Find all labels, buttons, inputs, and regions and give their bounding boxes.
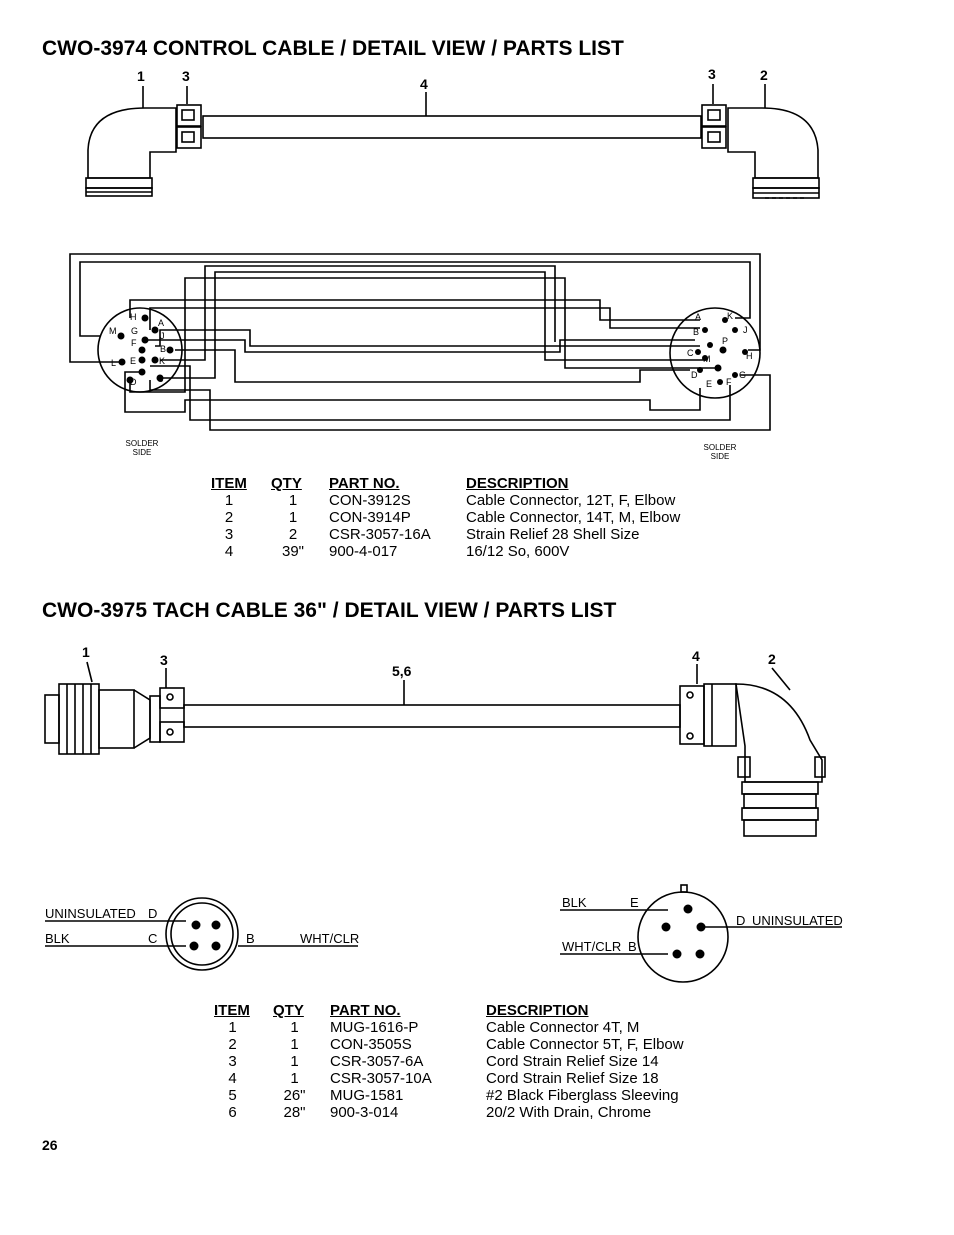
section1-title: CWO-3974 CONTROL CABLE / DETAIL VIEW / P… bbox=[42, 37, 624, 60]
lpin-d: D bbox=[130, 377, 137, 387]
callout-4: 4 bbox=[420, 76, 428, 92]
parts-table-2: ITEM QTY PART NO. DESCRIPTION 1 1 MUG-16… bbox=[214, 1002, 684, 1121]
rwire-e: E bbox=[630, 895, 639, 910]
lpin-k: K bbox=[159, 356, 165, 366]
callout2-56: 5,6 bbox=[392, 663, 412, 679]
rpin-d: D bbox=[691, 370, 698, 380]
lpin-a: A bbox=[158, 318, 164, 328]
lwire-d: D bbox=[148, 906, 157, 921]
rpin-a: A bbox=[695, 312, 701, 322]
rpin-f: F bbox=[726, 377, 732, 387]
table-row: 1 1 CON-3912S Cable Connector, 12T, F, E… bbox=[224, 492, 676, 509]
lwire-b: B bbox=[246, 931, 255, 946]
col-partno: PART NO. bbox=[329, 475, 400, 492]
lpin-h: H bbox=[130, 312, 137, 322]
table-row: 2 1 CON-3914P Cable Connector, 14T, M, E… bbox=[224, 509, 681, 526]
table-row: 2 1 CON-3505S Cable Connector 5T, F, Elb… bbox=[228, 1036, 684, 1053]
page-number: 26 bbox=[42, 1137, 58, 1153]
rwire-b: B bbox=[628, 939, 637, 954]
col-qty: QTY bbox=[273, 1002, 304, 1019]
rpin-g: G bbox=[739, 370, 746, 380]
rpin-k: K bbox=[727, 311, 733, 321]
lpin-m: M bbox=[109, 326, 117, 336]
table-row: 3 1 CSR-3057-6A Cord Strain Relief Size … bbox=[228, 1053, 659, 1070]
table-row: 6 28" 900-3-014 20/2 With Drain, Chrome bbox=[228, 1104, 652, 1121]
col-description: DESCRIPTION bbox=[466, 475, 569, 492]
lwire-whtclr: WHT/CLR bbox=[300, 931, 359, 946]
lpin-b: B bbox=[160, 344, 166, 354]
solder-side-right: SOLDER SIDE bbox=[703, 443, 737, 461]
table-row: 1 1 MUG-1616-P Cable Connector 4T, M bbox=[228, 1019, 640, 1036]
lpin-g: G bbox=[131, 326, 138, 336]
lpin-f: F bbox=[131, 338, 137, 348]
callout-2: 2 bbox=[760, 67, 768, 83]
rpin-m: M bbox=[703, 354, 711, 364]
col-item: ITEM bbox=[211, 475, 247, 492]
callout2-2: 2 bbox=[768, 651, 776, 667]
callout2-1: 1 bbox=[82, 644, 90, 660]
lpin-e: E bbox=[130, 356, 136, 366]
callout2-4: 4 bbox=[692, 648, 700, 664]
rwire-uninsulated: UNINSULATED bbox=[752, 913, 843, 928]
rwire-blk: BLK bbox=[562, 895, 587, 910]
table-row: 3 2 CSR-3057-16A Strain Relief 28 Shell … bbox=[224, 526, 640, 543]
callout-3b: 3 bbox=[708, 66, 716, 82]
rpin-j: J bbox=[743, 325, 748, 335]
lpin-j: J bbox=[160, 331, 165, 341]
rwire-d: D bbox=[736, 913, 745, 928]
col-partno: PART NO. bbox=[330, 1002, 401, 1019]
col-qty: QTY bbox=[271, 475, 302, 492]
lwire-c: C bbox=[148, 931, 157, 946]
solder-side-left: SOLDER SIDE bbox=[125, 439, 159, 457]
table-row: 4 39" 900-4-017 16/12 So, 600V bbox=[224, 543, 570, 560]
col-description: DESCRIPTION bbox=[486, 1002, 589, 1019]
lwire-uninsulated: UNINSULATED bbox=[45, 906, 136, 921]
rpin-p: P bbox=[722, 336, 728, 346]
rpin-h: H bbox=[746, 351, 753, 361]
callout-1: 1 bbox=[137, 68, 145, 84]
rpin-c: C bbox=[687, 348, 694, 358]
lpin-l: L bbox=[111, 358, 116, 368]
col-item: ITEM bbox=[214, 1002, 250, 1019]
lpin-c: C bbox=[157, 374, 164, 384]
section2-title: CWO-3975 TACH CABLE 36" / DETAIL VIEW / … bbox=[42, 599, 617, 622]
rwire-whtclr: WHT/CLR bbox=[562, 939, 621, 954]
rpin-b: B bbox=[693, 327, 699, 337]
callout2-3: 3 bbox=[160, 652, 168, 668]
lwire-blk: BLK bbox=[45, 931, 70, 946]
table-row: 5 26" MUG-1581 #2 Black Fiberglass Sleev… bbox=[228, 1087, 679, 1104]
rpin-e: E bbox=[706, 379, 712, 389]
table-row: 4 1 CSR-3057-10A Cord Strain Relief Size… bbox=[228, 1070, 659, 1087]
parts-table-1: ITEM QTY PART NO. DESCRIPTION 1 1 CON-39… bbox=[211, 475, 680, 560]
callout-3: 3 bbox=[182, 68, 190, 84]
